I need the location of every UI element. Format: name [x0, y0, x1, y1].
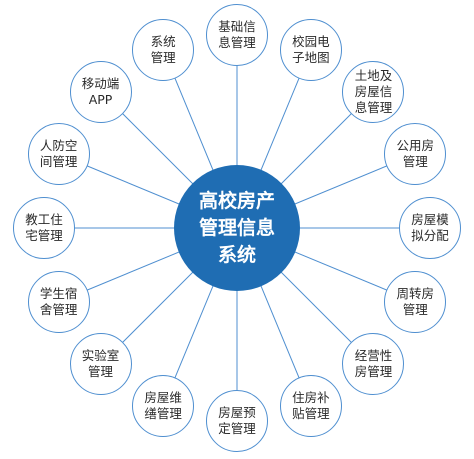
node-campus-map: 校园电 子地图 [279, 18, 342, 81]
node-staff-housing: 教工住 宅管理 [13, 197, 75, 259]
node-label: 实验室 管理 [81, 348, 120, 380]
node-label: 人防空 间管理 [39, 138, 78, 170]
node-label: 公用房 管理 [396, 138, 435, 170]
node-turnover-housing: 周转房 管理 [384, 270, 447, 333]
center-label: 高校房产 管理信息 系统 [198, 189, 275, 266]
node-laboratory: 实验室 管理 [69, 333, 132, 396]
node-reservation: 房屋预 定管理 [206, 390, 268, 452]
node-label: 住房补 贴管理 [292, 390, 330, 422]
node-label: 房屋维 缮管理 [144, 390, 182, 422]
node-label: 土地及 房屋信 息管理 [354, 67, 393, 115]
node-land-building: 土地及 房屋信 息管理 [342, 60, 405, 123]
node-label: 学生宿 舍管理 [39, 285, 78, 317]
node-label: 周转房 管理 [396, 285, 435, 317]
node-label: 系统 管理 [150, 33, 176, 65]
node-label: 房屋模 拟分配 [411, 212, 449, 243]
node-label: 移动端 APP [81, 75, 120, 107]
node-dormitory: 学生宿 舍管理 [27, 270, 90, 333]
node-housing-sim: 房屋模 拟分配 [399, 197, 461, 259]
node-label: 房屋预 定管理 [218, 405, 256, 436]
node-label: 教工住 宅管理 [25, 212, 63, 243]
node-label: 基础信 息管理 [218, 19, 256, 50]
center-node: 高校房产 管理信息 系统 [174, 165, 300, 291]
node-mobile-app: 移动端 APP [69, 60, 132, 123]
node-maintenance: 房屋维 缮管理 [132, 375, 195, 438]
node-civil-defense: 人防空 间管理 [27, 123, 90, 186]
node-public-housing: 公用房 管理 [384, 123, 447, 186]
node-label: 校园电 子地图 [292, 33, 330, 65]
node-system-mgmt: 系统 管理 [132, 18, 195, 81]
node-commercial: 经营性 房管理 [342, 333, 405, 396]
node-label: 经营性 房管理 [354, 348, 393, 380]
node-basic-info: 基础信 息管理 [206, 4, 268, 66]
node-housing-subsidy: 住房补 贴管理 [279, 375, 342, 438]
